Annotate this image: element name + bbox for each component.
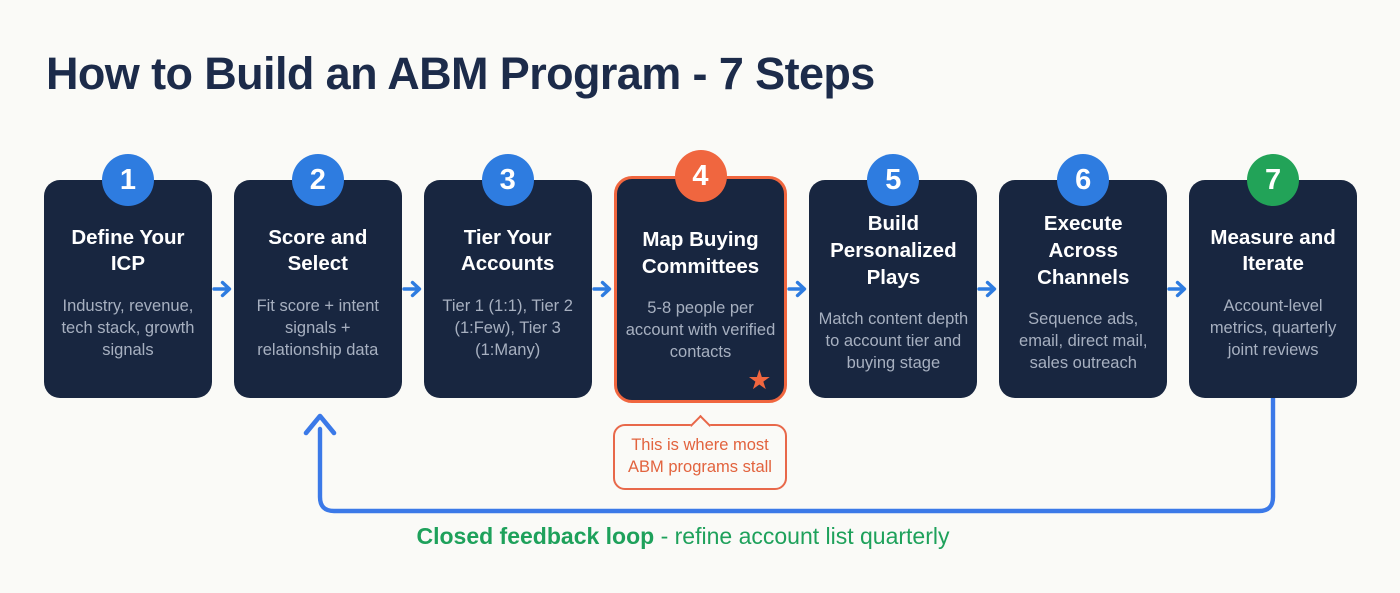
step-title: Score and Select bbox=[268, 225, 368, 276]
step-number-badge: 7 bbox=[1247, 154, 1300, 206]
step-number-badge: 1 bbox=[101, 154, 154, 206]
feedback-loop-label: Closed feedback loop - refine account li… bbox=[0, 523, 1366, 550]
step-number-badge: 3 bbox=[481, 154, 534, 206]
arrow-right-icon bbox=[212, 278, 234, 300]
stall-callout-text: This is where most ABM programs stall bbox=[628, 436, 772, 477]
step-description: Industry, revenue, tech stack, growth si… bbox=[61, 296, 195, 359]
feedback-loop-label-bold: Closed feedback loop bbox=[416, 523, 655, 549]
step-card-7: 7 Measure and Iterate Account-level metr… bbox=[1189, 154, 1358, 398]
arrow-right-icon bbox=[977, 278, 999, 300]
arrow-right-icon bbox=[591, 278, 614, 300]
step-card-6: 6 Execute Across Channels Sequence ads, … bbox=[999, 154, 1168, 398]
step-title: Execute Across Channels bbox=[1037, 212, 1130, 289]
page-title: How to Build an ABM Program - 7 Steps bbox=[46, 48, 875, 99]
step-card-3: 3 Tier Your Accounts Tier 1 (1:1), Tier … bbox=[423, 154, 592, 398]
step-description: 5-8 people per account with verified con… bbox=[625, 299, 776, 362]
step-description: Account-level metrics, quarterly joint r… bbox=[1209, 296, 1337, 359]
step-title: Define Your ICP bbox=[71, 225, 185, 276]
step-card-5: 5 Build Personalized Plays Match content… bbox=[809, 154, 978, 398]
step-description: Tier 1 (1:1), Tier 2 (1:Few), Tier 3 (1:… bbox=[442, 296, 573, 359]
arrow-right-icon bbox=[402, 278, 424, 300]
step-number-badge: 5 bbox=[867, 154, 920, 206]
star-icon: ★ bbox=[747, 364, 772, 395]
step-number-badge: 4 bbox=[674, 150, 727, 202]
step-number-badge: 6 bbox=[1057, 154, 1110, 206]
step-number-badge: 2 bbox=[291, 154, 344, 206]
step-card-4: 4 Map Buying Committees 5-8 people per a… bbox=[613, 150, 788, 403]
step-card-1: 1 Define Your ICP Industry, revenue, tec… bbox=[44, 154, 212, 398]
arrow-right-icon bbox=[787, 278, 809, 300]
feedback-loop-label-rest: - refine account list quarterly bbox=[654, 523, 950, 549]
step-title: Measure and Iterate bbox=[1210, 225, 1336, 276]
stall-callout: This is where most ABM programs stall bbox=[613, 424, 787, 490]
step-title: Map Buying Committees bbox=[641, 228, 760, 278]
step-card-2: 2 Score and Select Fit score + intent si… bbox=[233, 154, 402, 398]
step-description: Fit score + intent signals + relationshi… bbox=[256, 296, 379, 359]
steps-row: 1 Define Your ICP Industry, revenue, tec… bbox=[44, 150, 1358, 403]
step-description: Sequence ads, email, direct mail, sales … bbox=[1019, 310, 1148, 372]
arrow-right-icon bbox=[1167, 278, 1189, 300]
step-description: Match content depth to account tier and … bbox=[818, 310, 969, 372]
step-title: Build Personalized Plays bbox=[830, 212, 957, 289]
step-title: Tier Your Accounts bbox=[460, 225, 555, 276]
